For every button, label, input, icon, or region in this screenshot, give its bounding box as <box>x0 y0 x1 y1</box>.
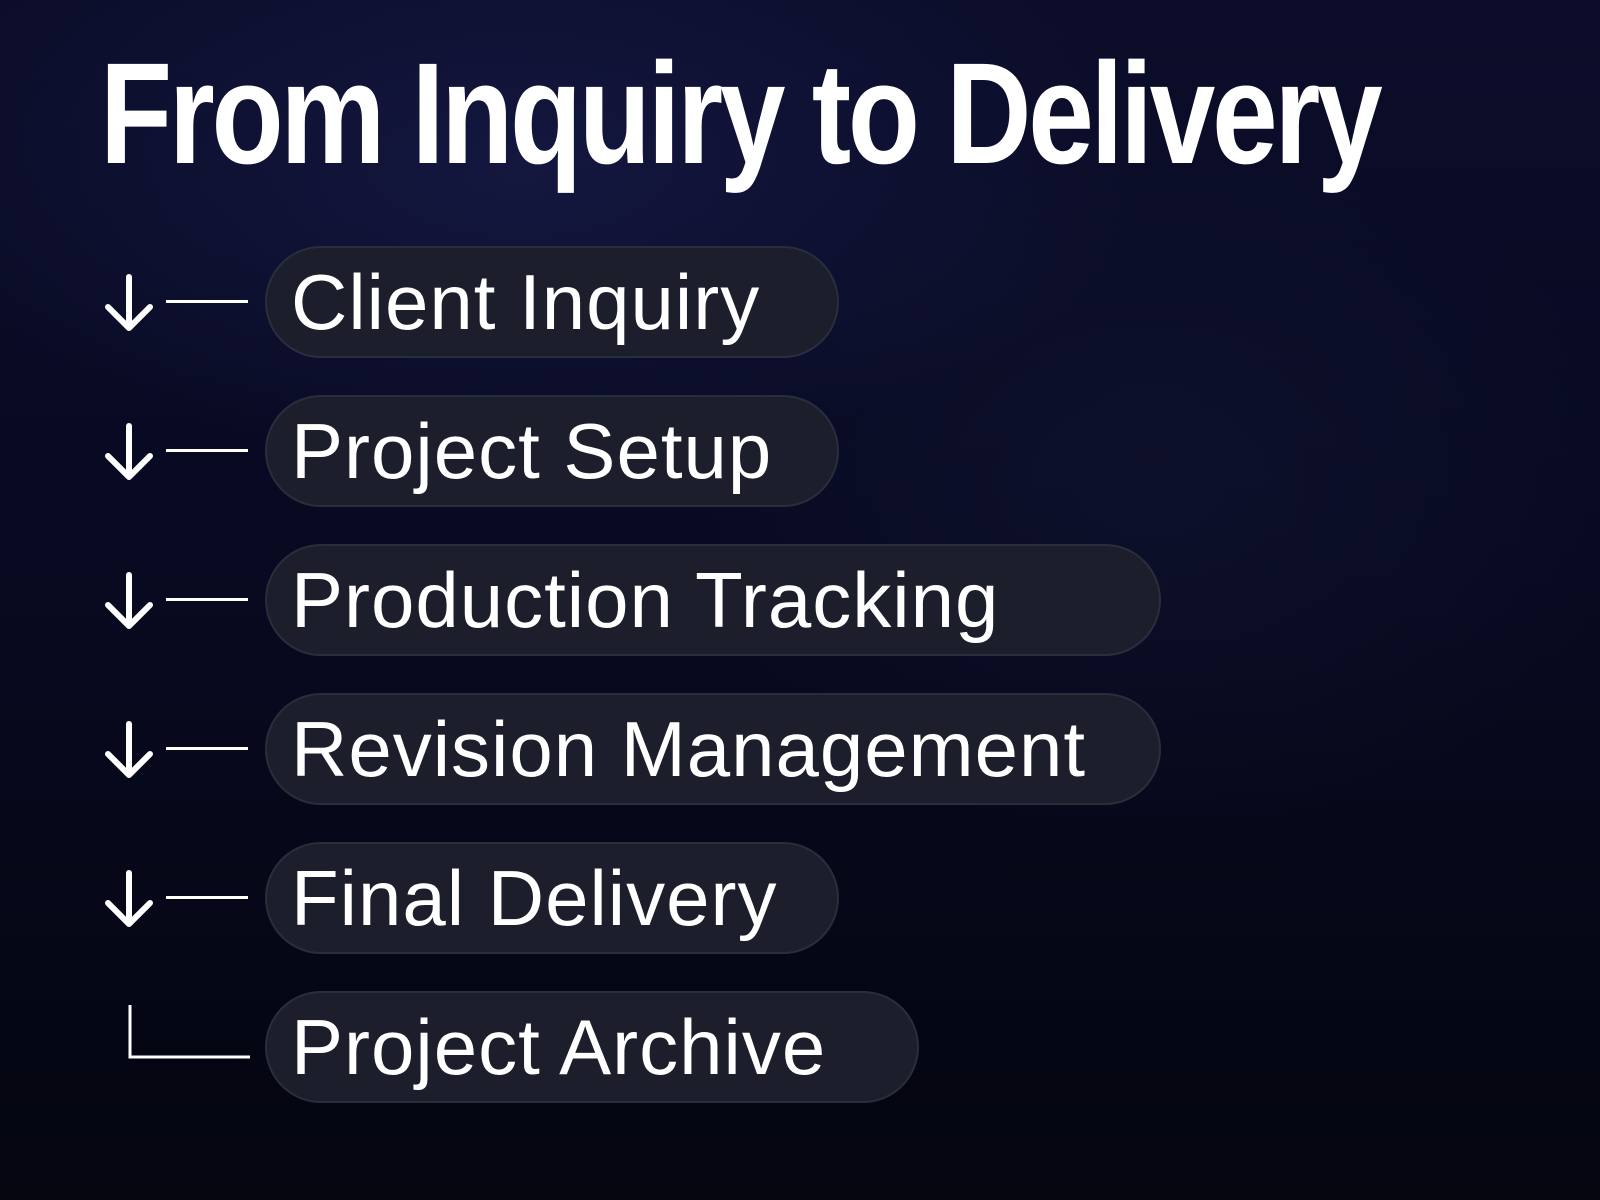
step-pill: Production Tracking <box>265 544 1161 656</box>
connector-line <box>166 747 248 750</box>
step-connector <box>100 991 265 1103</box>
step-pill: Revision Management <box>265 693 1161 805</box>
down-arrow-icon <box>105 274 153 331</box>
connector-line <box>166 598 248 601</box>
down-arrow-icon <box>105 721 153 778</box>
step-project-setup: Project Setup <box>100 395 839 507</box>
connector-line <box>166 896 248 899</box>
down-arrow-icon <box>105 423 153 480</box>
step-revision-management: Revision Management <box>100 693 1161 805</box>
step-connector <box>100 395 265 507</box>
page-title: From Inquiry to Delivery <box>100 33 1383 194</box>
corner-branch-icon <box>128 1005 250 1059</box>
connector-line <box>166 449 248 452</box>
step-connector <box>100 544 265 656</box>
step-label: Production Tracking <box>291 556 1000 644</box>
step-label: Project Archive <box>291 1003 827 1091</box>
down-arrow-icon <box>105 870 153 927</box>
connector-line <box>166 300 248 303</box>
step-client-inquiry: Client Inquiry <box>100 246 839 358</box>
step-label: Final Delivery <box>291 854 778 942</box>
step-connector <box>100 693 265 805</box>
step-connector <box>100 246 265 358</box>
step-final-delivery: Final Delivery <box>100 842 839 954</box>
step-connector <box>100 842 265 954</box>
step-label: Revision Management <box>291 705 1087 793</box>
step-pill: Final Delivery <box>265 842 839 954</box>
step-production-tracking: Production Tracking <box>100 544 1161 656</box>
step-label: Project Setup <box>291 407 773 495</box>
step-pill: Client Inquiry <box>265 246 839 358</box>
step-label: Client Inquiry <box>291 258 761 346</box>
step-project-archive: Project Archive <box>100 991 919 1103</box>
down-arrow-icon <box>105 572 153 629</box>
step-pill: Project Archive <box>265 991 919 1103</box>
step-pill: Project Setup <box>265 395 839 507</box>
